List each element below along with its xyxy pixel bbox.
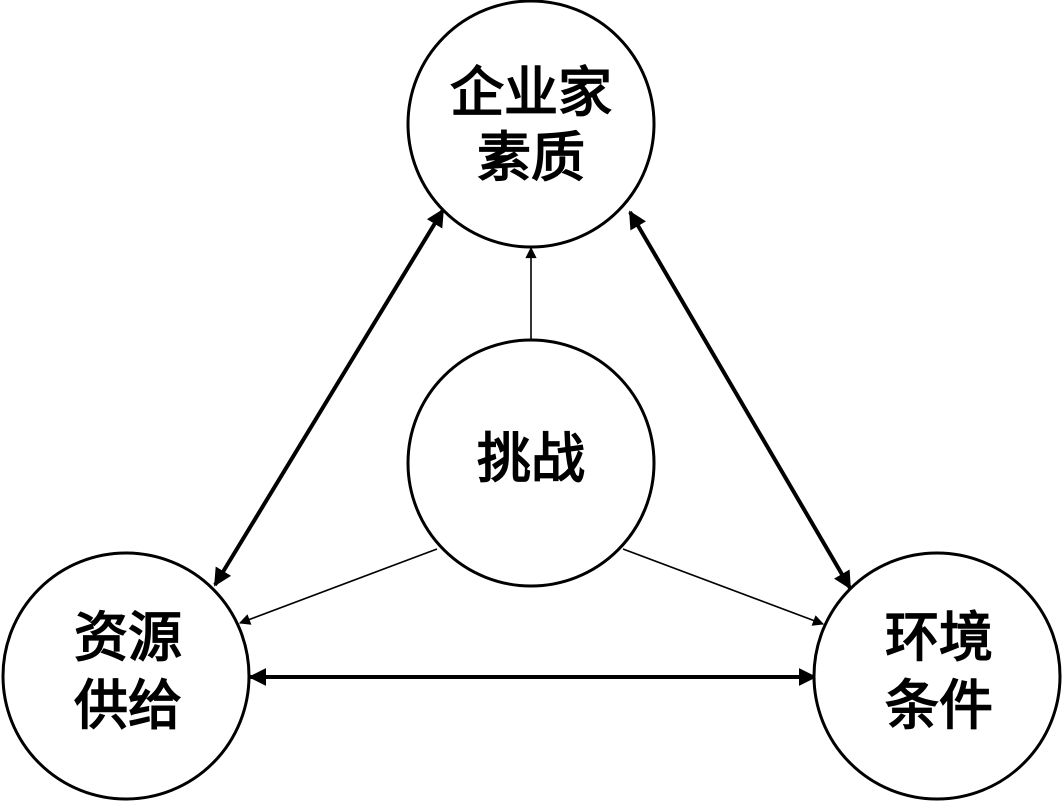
node-entrepreneur-line2: 素质 — [477, 125, 585, 189]
node-environment: 环境 条件 — [812, 551, 1062, 801]
edge-challenge-resource — [238, 548, 438, 625]
edge-challenge-environment — [622, 548, 825, 626]
node-entrepreneur-line1: 企业家 — [450, 60, 612, 124]
node-entrepreneur: 企业家 素质 — [406, 0, 656, 249]
node-environment-line1: 环境 — [885, 605, 993, 669]
node-challenge: 挑战 — [406, 338, 656, 588]
node-environment-line2: 条件 — [885, 673, 993, 737]
edge-entrepreneur-environment — [628, 210, 852, 590]
edge-resource-entrepreneur — [213, 208, 445, 587]
node-resource-line2: 供给 — [74, 673, 182, 737]
node-challenge-line1: 挑战 — [477, 426, 585, 490]
node-resource: 资源 供给 — [1, 551, 251, 801]
node-resource-line1: 资源 — [74, 605, 182, 669]
